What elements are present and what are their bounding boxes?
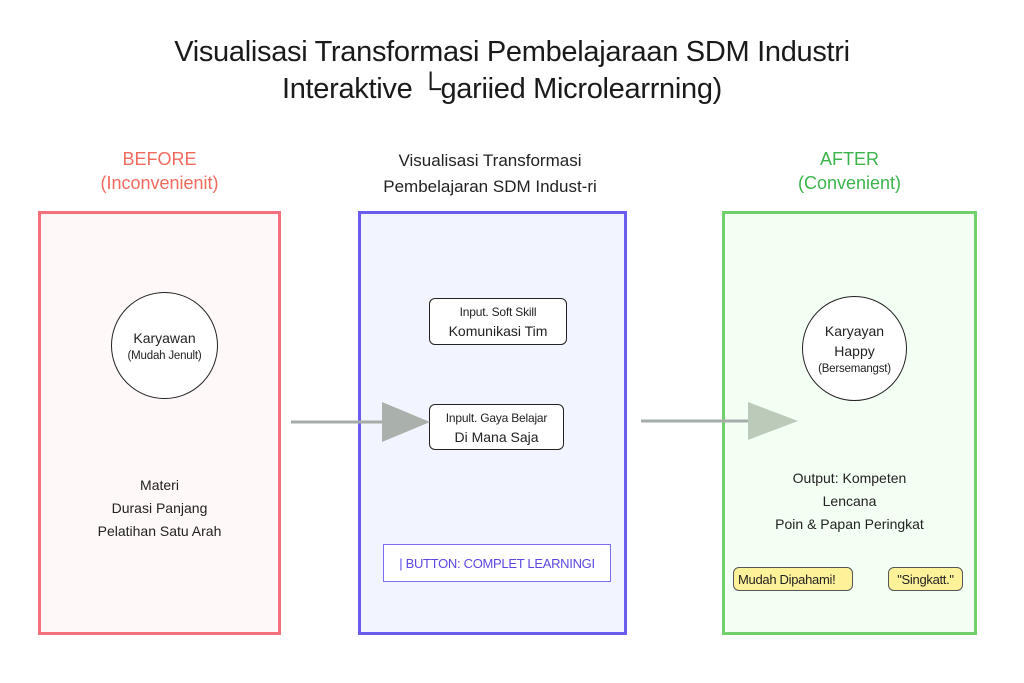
after-outcome-item: Poin & Papan Peringkat [775,516,924,532]
input-learning-style-value: Di Mana Saja [454,429,539,445]
middle-title-line1: Visualisasi Transformasi [398,151,582,170]
after-subtitle: (Convenient) [797,173,902,193]
after-title: AFTER [819,149,879,169]
input-learning-style-box[interactable]: Inpult. Gaya Belajar Di Mana Saja [429,404,564,450]
after-heading: AFTER (Convenient) [722,147,977,195]
after-outcome-item: Lencana [822,493,877,509]
employee-after-node: Karyayan Happy (Bersemangst) [802,296,907,401]
employee-after-label-line2: Happy [834,342,875,359]
before-subtitle: (Inconvenienit) [100,173,219,193]
employee-before-node: Karyawan (Mudah Jenult) [111,292,218,399]
easy-to-understand-badge: Mudah Dipahami! [733,567,853,591]
before-issue-item: Materi [140,477,179,493]
before-heading: BEFORE (Inconvenienit) [38,147,281,195]
before-panel [38,211,281,635]
before-title: BEFORE [122,149,197,169]
middle-heading: Visualisasi Transformasi Pembelajaran SD… [340,148,640,200]
complete-learning-button[interactable]: | BUTTON: COMPLET LEARNINGI [383,544,611,582]
diagram-title-line1: Visualisasi Transformasi Pembelajaraan S… [174,36,850,68]
after-outcome-item: Output: Kompeten [792,470,907,486]
before-issue-item: Durasi Panjang [111,500,208,516]
input-soft-skill-box[interactable]: Input. Soft Skill Komunikasi Tim [429,298,567,345]
employee-before-label: Karyawan [133,329,196,346]
after-outcomes-list: Output: Kompeten Lencana Poin & Papan Pe… [722,467,977,536]
employee-before-status: (Mudah Jenult) [127,349,202,362]
short-badge: "Singkatt." [888,567,963,591]
before-issues-list: Materi Durasi Panjang Pelatihan Satu Ara… [38,474,281,543]
input-soft-skill-value: Komunikasi Tim [448,323,548,339]
input-learning-style-label: Inpult. Gaya Belajar [445,411,548,425]
diagram-title-line2: Interaktive └gariied Microlearrning) [281,73,723,105]
employee-after-label-line1: Karyayan [824,322,885,339]
before-issue-item: Pelatihan Satu Arah [97,523,222,539]
input-soft-skill-label: Input. Soft Skill [459,305,537,319]
middle-title-line2: Pembelajaran SDM Indust-ri [383,177,597,196]
employee-after-status: (Bersemangst) [818,362,891,375]
